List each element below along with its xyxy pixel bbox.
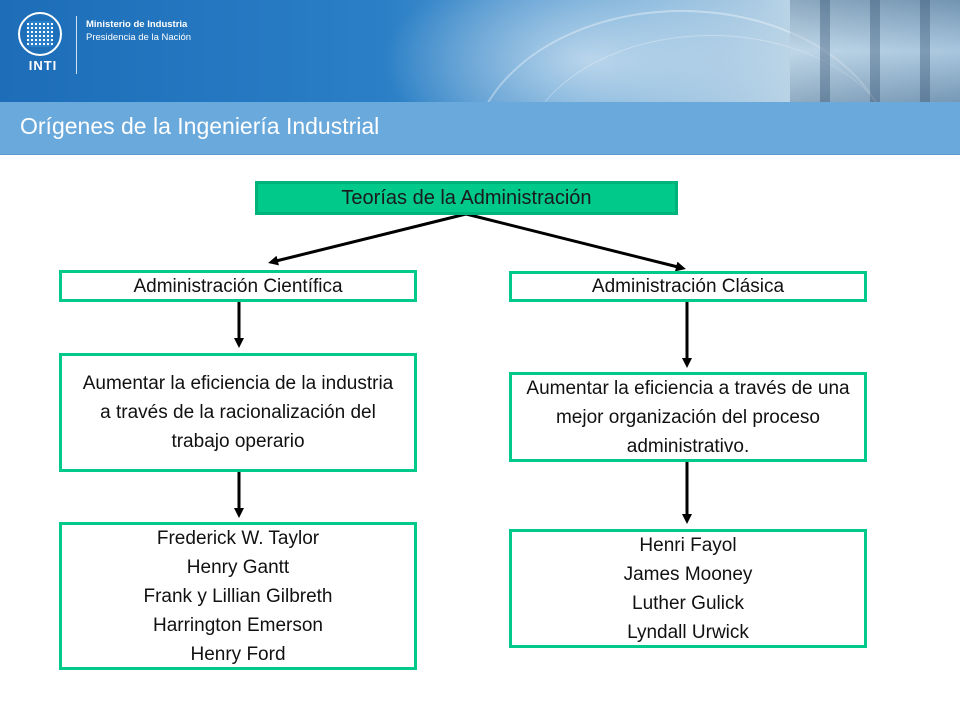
- right-name-item: Luther Gulick: [632, 592, 744, 614]
- right-names-list: Henri Fayol James Mooney Luther Gulick L…: [624, 531, 753, 647]
- root-node-label: Teorías de la Administración: [341, 186, 592, 209]
- banner-machinery-image: [790, 0, 960, 102]
- left-names-node: Frederick W. Taylor Henry Gantt Frank y …: [59, 522, 417, 670]
- left-name-item: Henry Gantt: [186, 556, 290, 578]
- arrow-root-to-left: [268, 212, 467, 266]
- left-name-item: Frank y Lillian Gilbreth: [143, 585, 333, 607]
- inti-logo-icon: [18, 12, 62, 56]
- right-heading-node: Administración Clásica: [509, 271, 867, 302]
- right-name-item: James Mooney: [623, 563, 753, 585]
- logo-divider: [76, 16, 77, 74]
- right-names-node: Henri Fayol James Mooney Luther Gulick L…: [509, 529, 867, 648]
- left-name-item: Frederick W. Taylor: [156, 527, 320, 549]
- left-name-item: Henry Ford: [190, 643, 286, 665]
- logo-grid: [27, 21, 53, 47]
- left-goal-label: Aumentar la eficiencia de la industria a…: [82, 373, 394, 452]
- banner-pipe: [870, 0, 880, 102]
- left-name-item: Harrington Emerson: [152, 614, 324, 636]
- title-bar: Orígenes de la Ingeniería Industrial: [0, 102, 960, 155]
- right-goal-label: Aumentar la eficiencia a través de una m…: [526, 377, 850, 457]
- right-name-item: Henri Fayol: [639, 534, 737, 556]
- logo-text: INTI: [28, 58, 58, 73]
- right-goal-node: Aumentar la eficiencia a través de una m…: [509, 372, 867, 462]
- left-goal-node: Aumentar la eficiencia de la industria a…: [59, 353, 417, 472]
- ministry-label: Ministerio de Industria Presidencia de l…: [86, 18, 191, 44]
- root-node: Teorías de la Administración: [255, 181, 678, 215]
- header-banner: INTI Ministerio de Industria Presidencia…: [0, 0, 960, 102]
- right-heading-label: Administración Clásica: [591, 276, 785, 297]
- right-name-item: Lyndall Urwick: [627, 621, 749, 643]
- left-heading-node: Administración Científica: [59, 270, 417, 302]
- left-names-list: Frederick W. Taylor Henry Gantt Frank y …: [143, 524, 332, 669]
- banner-pipe: [920, 0, 930, 102]
- ministry-line-1: Ministerio de Industria: [86, 19, 188, 30]
- left-heading-label: Administración Científica: [133, 275, 343, 297]
- arrow-root-to-right: [465, 212, 686, 272]
- logo-circle: [18, 12, 62, 56]
- banner-pipe: [820, 0, 830, 102]
- page-title: Orígenes de la Ingeniería Industrial: [20, 113, 380, 139]
- ministry-line-2: Presidencia de la Nación: [86, 32, 192, 43]
